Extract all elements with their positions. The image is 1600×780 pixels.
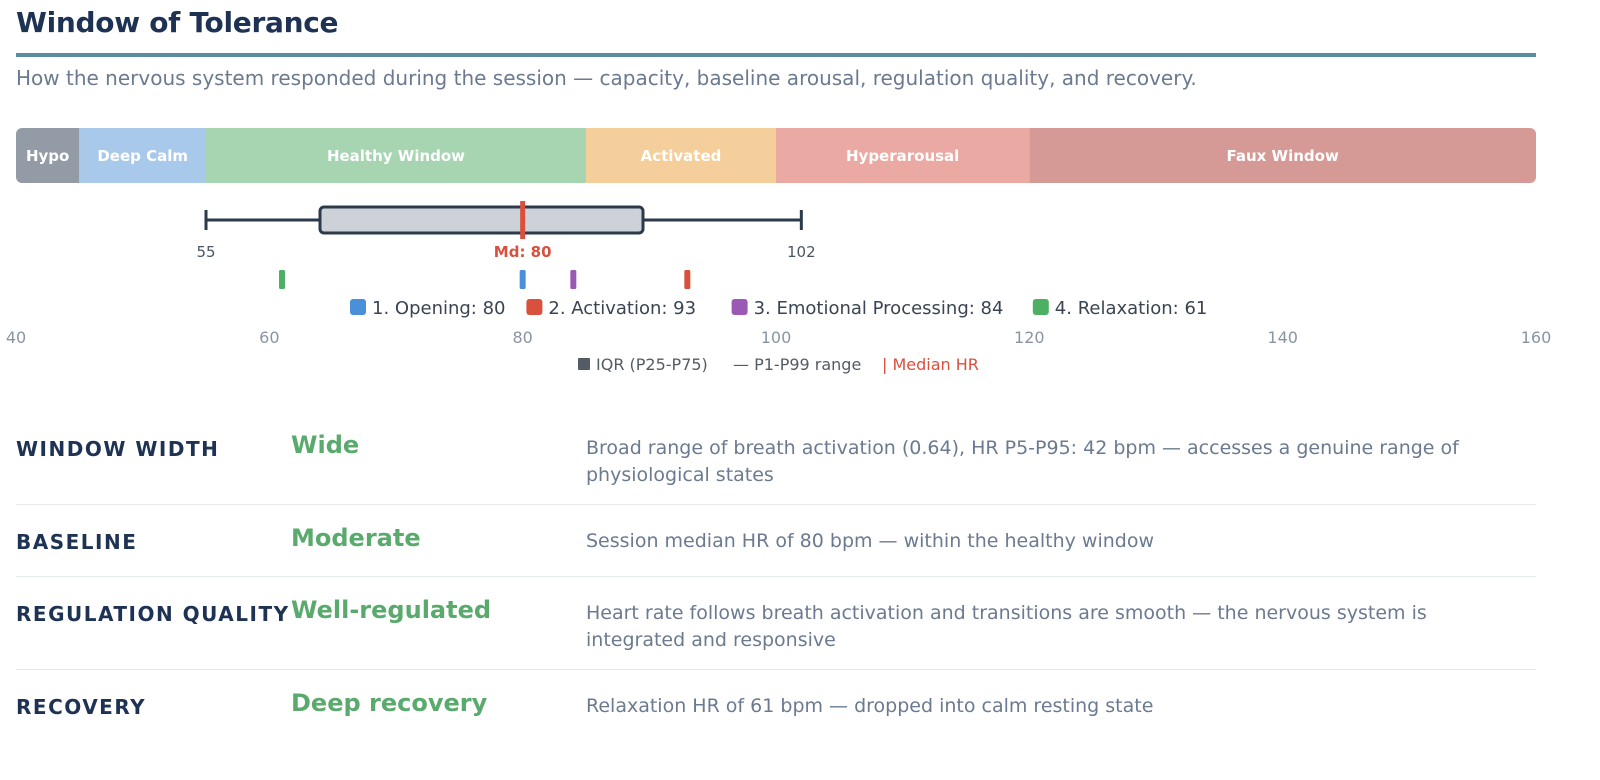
x-tick-label: 140 <box>1267 328 1298 347</box>
whisker-high-label: 102 <box>787 243 816 261</box>
phase-marker <box>684 270 691 289</box>
phase-marker <box>570 270 577 289</box>
title-divider <box>16 53 1536 57</box>
metric-description: Relaxation HR of 61 bpm — dropped into c… <box>586 695 1154 717</box>
metric-value: Deep recovery <box>291 689 488 717</box>
metric-label: REGULATION QUALITY <box>16 602 290 626</box>
zone-label: Healthy Window <box>327 147 465 165</box>
phase-legend-swatch <box>526 299 543 315</box>
metric-description: Heart rate follows breath activation and… <box>586 602 1427 651</box>
zone-label: Hyperarousal <box>846 147 959 165</box>
x-tick-label: 40 <box>6 328 26 347</box>
zone-deep-calm <box>79 128 206 183</box>
page-subtitle: How the nervous system responded during … <box>16 66 1197 90</box>
median-label: Md: 80 <box>494 243 552 261</box>
zone-activated <box>586 128 776 183</box>
zone-hyperarousal <box>776 128 1030 183</box>
metrics-table: WINDOW WIDTH Wide Broad range of breath … <box>16 425 1536 750</box>
zone-label: Hypo <box>26 147 69 165</box>
metric-value: Moderate <box>291 524 421 552</box>
zone-hypo <box>16 128 80 183</box>
x-tick-label: 120 <box>1014 328 1045 347</box>
metric-value: Wide <box>291 431 360 459</box>
metric-description: Session median HR of 80 bpm — within the… <box>586 530 1155 552</box>
metric-description: Broad range of breath activation (0.64),… <box>586 437 1459 486</box>
window-of-tolerance-chart: Hypo Deep Calm Healthy Window Activated Hype… <box>6 128 1552 374</box>
zone-faux-window <box>1029 128 1536 183</box>
legend-iqr-swatch <box>578 358 590 370</box>
page-title: Window of Tolerance <box>16 6 339 39</box>
x-tick-label: 80 <box>512 328 532 347</box>
x-tick-label: 100 <box>761 328 792 347</box>
metric-row-recovery: RECOVERY Deep recovery Relaxation HR of … <box>16 670 1536 750</box>
phase-legend-label: 4. Relaxation: 61 <box>1055 298 1208 319</box>
metric-row-regulation-quality: REGULATION QUALITY Well-regulated Heart … <box>16 577 1536 670</box>
phase-marker <box>279 270 285 289</box>
x-tick-label: 60 <box>259 328 279 347</box>
zone-healthy-window <box>206 128 586 183</box>
phase-legend-label: 2. Activation: 93 <box>548 298 696 319</box>
zone-band <box>16 128 1536 183</box>
legend-iqr-label: IQR (P25-P75) <box>596 355 708 374</box>
metric-row-baseline: BASELINE Moderate Session median HR of 8… <box>16 505 1536 577</box>
phase-legend-swatch <box>1032 299 1049 315</box>
phase-marker <box>519 270 526 289</box>
metric-value: Well-regulated <box>291 596 492 624</box>
phase-legend-swatch <box>731 299 748 315</box>
whisker-low-label: 55 <box>196 243 215 261</box>
phase-legend-label: 3. Emotional Processing: 84 <box>754 298 1004 319</box>
metric-label: BASELINE <box>16 530 138 554</box>
phase-legend-swatch <box>350 299 366 315</box>
metric-label: RECOVERY <box>16 695 147 719</box>
phase-legend-label: 1. Opening: 80 <box>372 298 506 319</box>
metric-row-window-width: WINDOW WIDTH Wide Broad range of breath … <box>16 425 1536 505</box>
iqr-box <box>318 205 645 235</box>
legend-median-label: | Median HR <box>882 355 979 374</box>
zone-label: Deep Calm <box>97 147 188 165</box>
zone-label: Activated <box>641 147 722 165</box>
zone-label: Faux Window <box>1226 147 1338 165</box>
legend-range-label: — P1-P99 range <box>733 355 861 374</box>
x-tick-label: 160 <box>1521 328 1552 347</box>
metric-label: WINDOW WIDTH <box>16 437 220 461</box>
